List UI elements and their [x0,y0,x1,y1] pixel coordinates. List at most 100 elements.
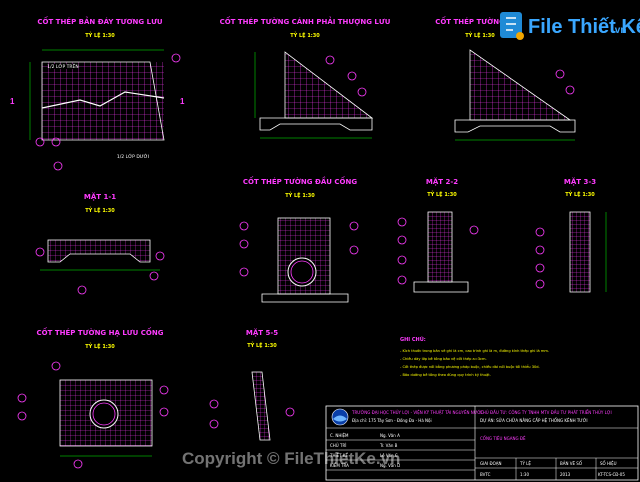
title-block: TRƯỜNG ĐẠI HỌC THỦY LỢI - VIỆN KỸ THUẬT … [325,405,639,481]
section-scale: TỶ LỆ 1:30 [85,31,115,39]
section-title: CỐT THÉP TƯỜNG HẠ LƯU CỐNG [37,327,164,337]
callout-bubble [285,407,295,417]
section-scale: TỶ LỆ 1:30 [290,31,320,39]
rebar-grid [569,211,591,293]
section-scale: TỶ LỆ 1:30 [465,31,495,39]
rebar-grid [42,62,164,140]
section-title: MẶT 2-2 [426,177,458,186]
footing-outline [261,293,349,303]
section-base-slab: CỐT THÉP BẢN ĐÁY TƯƠNG LƯU TỶ LỆ 1:30 1/… [10,16,185,171]
role-name: Tr. Văn B [379,443,398,448]
slab-outline [41,61,165,141]
callout-bubble [149,271,159,281]
rebar-grid [251,371,271,441]
meta-value: 1:30 [520,472,529,477]
callout-bubble [397,275,407,285]
callout-bubble [535,227,545,237]
callout-bubble [347,71,357,81]
meta-label: SỐ HIỆU [600,461,617,466]
role-label: THIẾT KẾ [329,452,348,458]
callout-bubble [51,361,61,371]
section-title: MẶT 1-1 [84,192,116,201]
pipe-opening [89,399,119,429]
note-line: - Bảo dưỡng bê tông theo đúng quy trình … [400,373,491,377]
rebar-grid [427,211,453,283]
callout-bubble [209,399,219,409]
callout-bubble [357,87,367,97]
callout-bubble [171,53,181,63]
section-wall: CỐT THÉP TƯỜNG TỶ LỆ 1:30 [435,16,576,141]
role-label: KIỂM TRA [330,463,349,468]
callout-bubble [565,85,575,95]
copyright-watermark: Copyright © FileThietKe.vn [182,449,400,468]
section-5-5: MẶT 5-5 TỶ LỆ 1:30 [209,328,295,441]
section-wing-wall: CỐT THÉP TƯỜNG CÁNH PHẢI THƯỢNG LƯU TỶ L… [220,16,391,139]
callout-bubble [349,245,359,255]
callout-bubble [159,385,169,395]
section-title: CỐT THÉP TƯỜNG ĐẦU CỐNG [243,176,357,186]
project-owner: CHỦ ĐẦU TƯ: CÔNG TY TNHH MTV ĐẦU TƯ PHÁT… [480,410,612,415]
section-title: CỐT THÉP TƯỜNG [435,16,505,26]
callout-bubble [535,263,545,273]
callout-bubble [535,279,545,289]
callout-bubble [397,255,407,265]
callout-bubble [17,411,27,421]
file-icon [500,12,522,38]
callout-bubble [239,239,249,249]
divider-line [41,91,165,109]
note-line: - Chiều dày lớp bê tông bảo vệ cốt thép … [400,357,487,361]
callout-bubble [155,251,165,261]
section-scale: TỶ LỆ 1:30 [427,190,457,198]
callout-bubble [35,247,45,257]
callout-bubble [77,285,87,295]
project-name: DỰ ÁN: SỬA CHỮA NÂNG CẤP HỆ THỐNG KÊNH T… [480,418,588,423]
role-name: Ng. Văn A [380,433,400,438]
callout-bubble [325,55,335,65]
rebar-grid [469,49,572,121]
section-3-3: MẶT 3-3 TỶ LỆ 1:30 [535,177,607,293]
rebar-grid [284,51,374,119]
callout-bubble [469,225,479,235]
rebar-grid [47,239,151,263]
callout-bubble [239,221,249,231]
section-scale: TỶ LỆ 1:30 [85,206,115,214]
role-name: Ng. Văn D [380,463,400,468]
label-top-layer: 1/2 LỚP TRÊN [47,62,79,70]
section-mark-left: 1 [10,97,15,106]
callout-bubble [209,419,219,429]
logo-domain: .vn [612,25,626,36]
section-title: CỐT THÉP BẢN ĐÁY TƯƠNG LƯU [37,16,163,26]
section-1-1: MẶT 1-1 TỶ LỆ 1:30 [35,192,165,295]
logo-text: File Thiết Kế [528,16,640,38]
callout-bubble [555,69,565,79]
role-name: Lê Văn C [380,453,398,458]
section-scale: TỶ LỆ 1:30 [565,190,595,198]
note-line: - Cốt thép được nối bằng phương pháp buộ… [400,364,540,369]
callout-bubble [159,407,169,417]
section-head-wall: CỐT THÉP TƯỜNG ĐẦU CỐNG TỶ LỆ 1:30 [239,176,359,303]
drawing-name: CỐNG TIÊU NGANG ĐÊ [480,436,526,441]
section-scale: TỶ LỆ 1:30 [247,341,277,349]
callout-bubble [397,217,407,227]
section-title: MẶT 5-5 [246,328,278,337]
meta-label: TỶ LỆ [519,461,531,466]
meta-value: BVTC [480,472,491,477]
section-mark-right: 1 [180,97,185,106]
watermark-logo: File Thiết Kế .vn [500,12,640,40]
footing-outline [259,117,373,131]
section-2-2: MẶT 2-2 TỶ LỆ 1:30 [397,177,479,293]
section-scale: TỶ LỆ 1:30 [285,191,315,199]
role-label: C. NHIỆM [330,433,349,438]
callout-bubble [397,235,407,245]
callout-bubble [51,137,61,147]
callout-bubble [239,267,249,277]
org-name: TRƯỜNG ĐẠI HỌC THỦY LỢI - VIỆN KỸ THUẬT … [351,410,484,415]
pipe-opening [287,257,317,287]
meta-value: KT-TCS-CĐ-05 [598,472,625,477]
callout-bubble [53,161,63,171]
notes-title: GHI CHÚ: [400,336,426,343]
role-label: CHỦ TRÌ [330,443,346,448]
note-line: - Kích thước trong bản vẽ ghi là cm, cao… [400,349,549,353]
section-scale: TỶ LỆ 1:30 [85,342,115,350]
